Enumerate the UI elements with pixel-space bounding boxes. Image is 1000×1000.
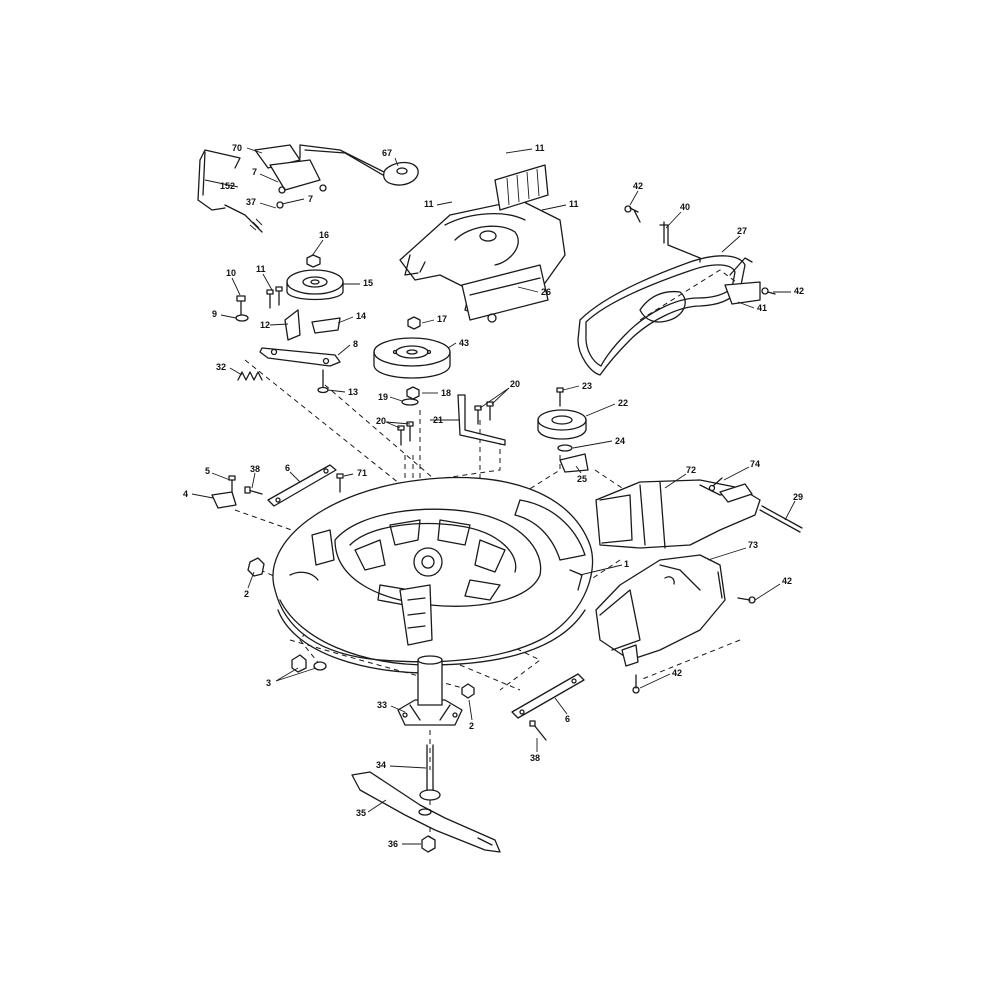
callout-72: 72 — [686, 465, 696, 475]
idler-arm-assembly — [235, 254, 344, 394]
callout-67: 67 — [382, 148, 392, 158]
callout-4: 4 — [183, 489, 188, 499]
callout-27: 27 — [737, 226, 747, 236]
callout-11-left: 11 — [424, 199, 434, 209]
callout-23: 23 — [582, 381, 592, 391]
callout-22: 22 — [618, 398, 628, 408]
mower-deck-housing — [272, 476, 594, 674]
callout-17: 17 — [437, 314, 447, 324]
callout-74: 74 — [750, 459, 760, 469]
callout-26: 26 — [541, 287, 551, 297]
callout-32: 32 — [216, 362, 226, 372]
deck-side-hardware — [211, 464, 475, 699]
callout-11-idler: 11 — [256, 264, 266, 274]
callout-2-center: 2 — [469, 721, 474, 731]
callout-21: 21 — [433, 415, 443, 425]
blade-spindle-assembly — [351, 655, 585, 853]
callout-16: 16 — [319, 230, 329, 240]
callout-12: 12 — [260, 320, 270, 330]
callout-6-upper: 6 — [285, 463, 290, 473]
callout-42-belt-right: 42 — [794, 286, 804, 296]
callout-20-left: 20 — [376, 416, 386, 426]
callout-33: 33 — [377, 700, 387, 710]
callout-41: 41 — [757, 303, 767, 313]
callout-5: 5 — [205, 466, 210, 476]
callout-14: 14 — [356, 311, 366, 321]
callout-leader-lines — [191, 147, 796, 845]
callout-11-top: 11 — [535, 143, 545, 153]
callout-10: 10 — [226, 268, 236, 278]
callout-15: 15 — [363, 278, 373, 288]
callout-6-lower: 6 — [565, 714, 570, 724]
callout-29: 29 — [793, 492, 803, 502]
callout-1: 1 — [624, 559, 629, 569]
callout-2-left: 2 — [244, 589, 249, 599]
callout-8: 8 — [353, 339, 358, 349]
callout-43: 43 — [459, 338, 469, 348]
callout-25: 25 — [577, 474, 587, 484]
belt-cover-shield — [399, 164, 566, 323]
center-pulley-stack — [373, 316, 451, 406]
callout-42-belt-top: 42 — [633, 181, 643, 191]
callout-38-lower: 38 — [530, 753, 540, 763]
callout-38-upper: 38 — [250, 464, 260, 474]
callout-18: 18 — [441, 388, 451, 398]
callout-37: 37 — [246, 197, 256, 207]
callout-42-chute-upper: 42 — [782, 576, 792, 586]
callout-7-lower: 7 — [308, 194, 313, 204]
drive-belt-and-guides — [577, 205, 776, 376]
callout-73: 73 — [748, 540, 758, 550]
callout-19: 19 — [378, 392, 388, 402]
callout-152: 152 — [220, 181, 235, 191]
callout-3: 3 — [266, 678, 271, 688]
callout-7-upper: 7 — [252, 167, 257, 177]
callout-labels: 70 67 7 152 7 37 11 11 11 42 40 27 42 41… — [183, 143, 804, 849]
callout-70: 70 — [232, 143, 242, 153]
callout-9: 9 — [212, 309, 217, 319]
engagement-lever-assembly — [197, 144, 419, 233]
callout-20-right: 20 — [510, 379, 520, 389]
right-idler-pulley — [537, 387, 589, 473]
callout-24: 24 — [615, 436, 625, 446]
callout-42-chute-lower: 42 — [672, 668, 682, 678]
callout-13: 13 — [348, 387, 358, 397]
callout-71: 71 — [357, 468, 367, 478]
callout-36: 36 — [388, 839, 398, 849]
callout-34: 34 — [376, 760, 386, 770]
callout-11-right: 11 — [569, 199, 579, 209]
callout-35: 35 — [356, 808, 366, 818]
discharge-chute-assembly — [595, 477, 803, 694]
callout-40: 40 — [680, 202, 690, 212]
